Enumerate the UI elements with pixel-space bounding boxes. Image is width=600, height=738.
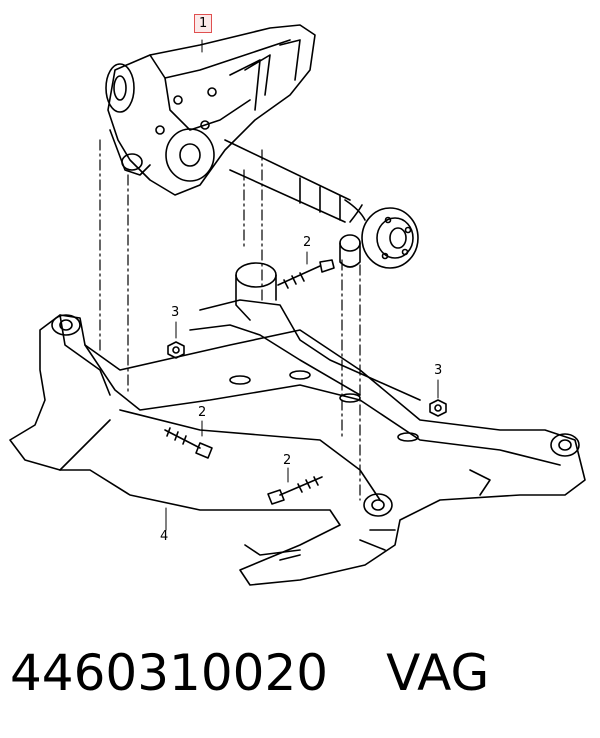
differential-housing xyxy=(105,24,316,196)
exploded-parts-diagram xyxy=(9,24,586,586)
part-caption: 4460310020 VAG xyxy=(10,644,590,702)
callout-4-subframe: 4 xyxy=(160,529,169,544)
leader-lines xyxy=(165,39,439,531)
callout-2-bolt-left: 2 xyxy=(198,405,207,420)
driveshaft-tube xyxy=(224,139,419,269)
callout-1-differential: 1 xyxy=(194,14,213,33)
alignment-lines xyxy=(99,139,361,501)
callout-2-bolt-lower: 2 xyxy=(283,453,292,468)
bolt-lower xyxy=(267,476,323,505)
bolt-left xyxy=(164,427,213,459)
bushing-right xyxy=(339,234,361,268)
callout-3-nut-right: 3 xyxy=(434,363,443,378)
callout-3-nut-left: 3 xyxy=(171,305,180,320)
brand-name: VAG xyxy=(386,644,490,702)
part-number: 4460310020 xyxy=(10,644,329,702)
bolt-upper xyxy=(277,259,335,289)
subframe xyxy=(9,262,586,586)
nut-right xyxy=(429,399,447,417)
nut-left xyxy=(167,341,185,359)
callout-2-bolt-upper: 2 xyxy=(303,235,312,250)
